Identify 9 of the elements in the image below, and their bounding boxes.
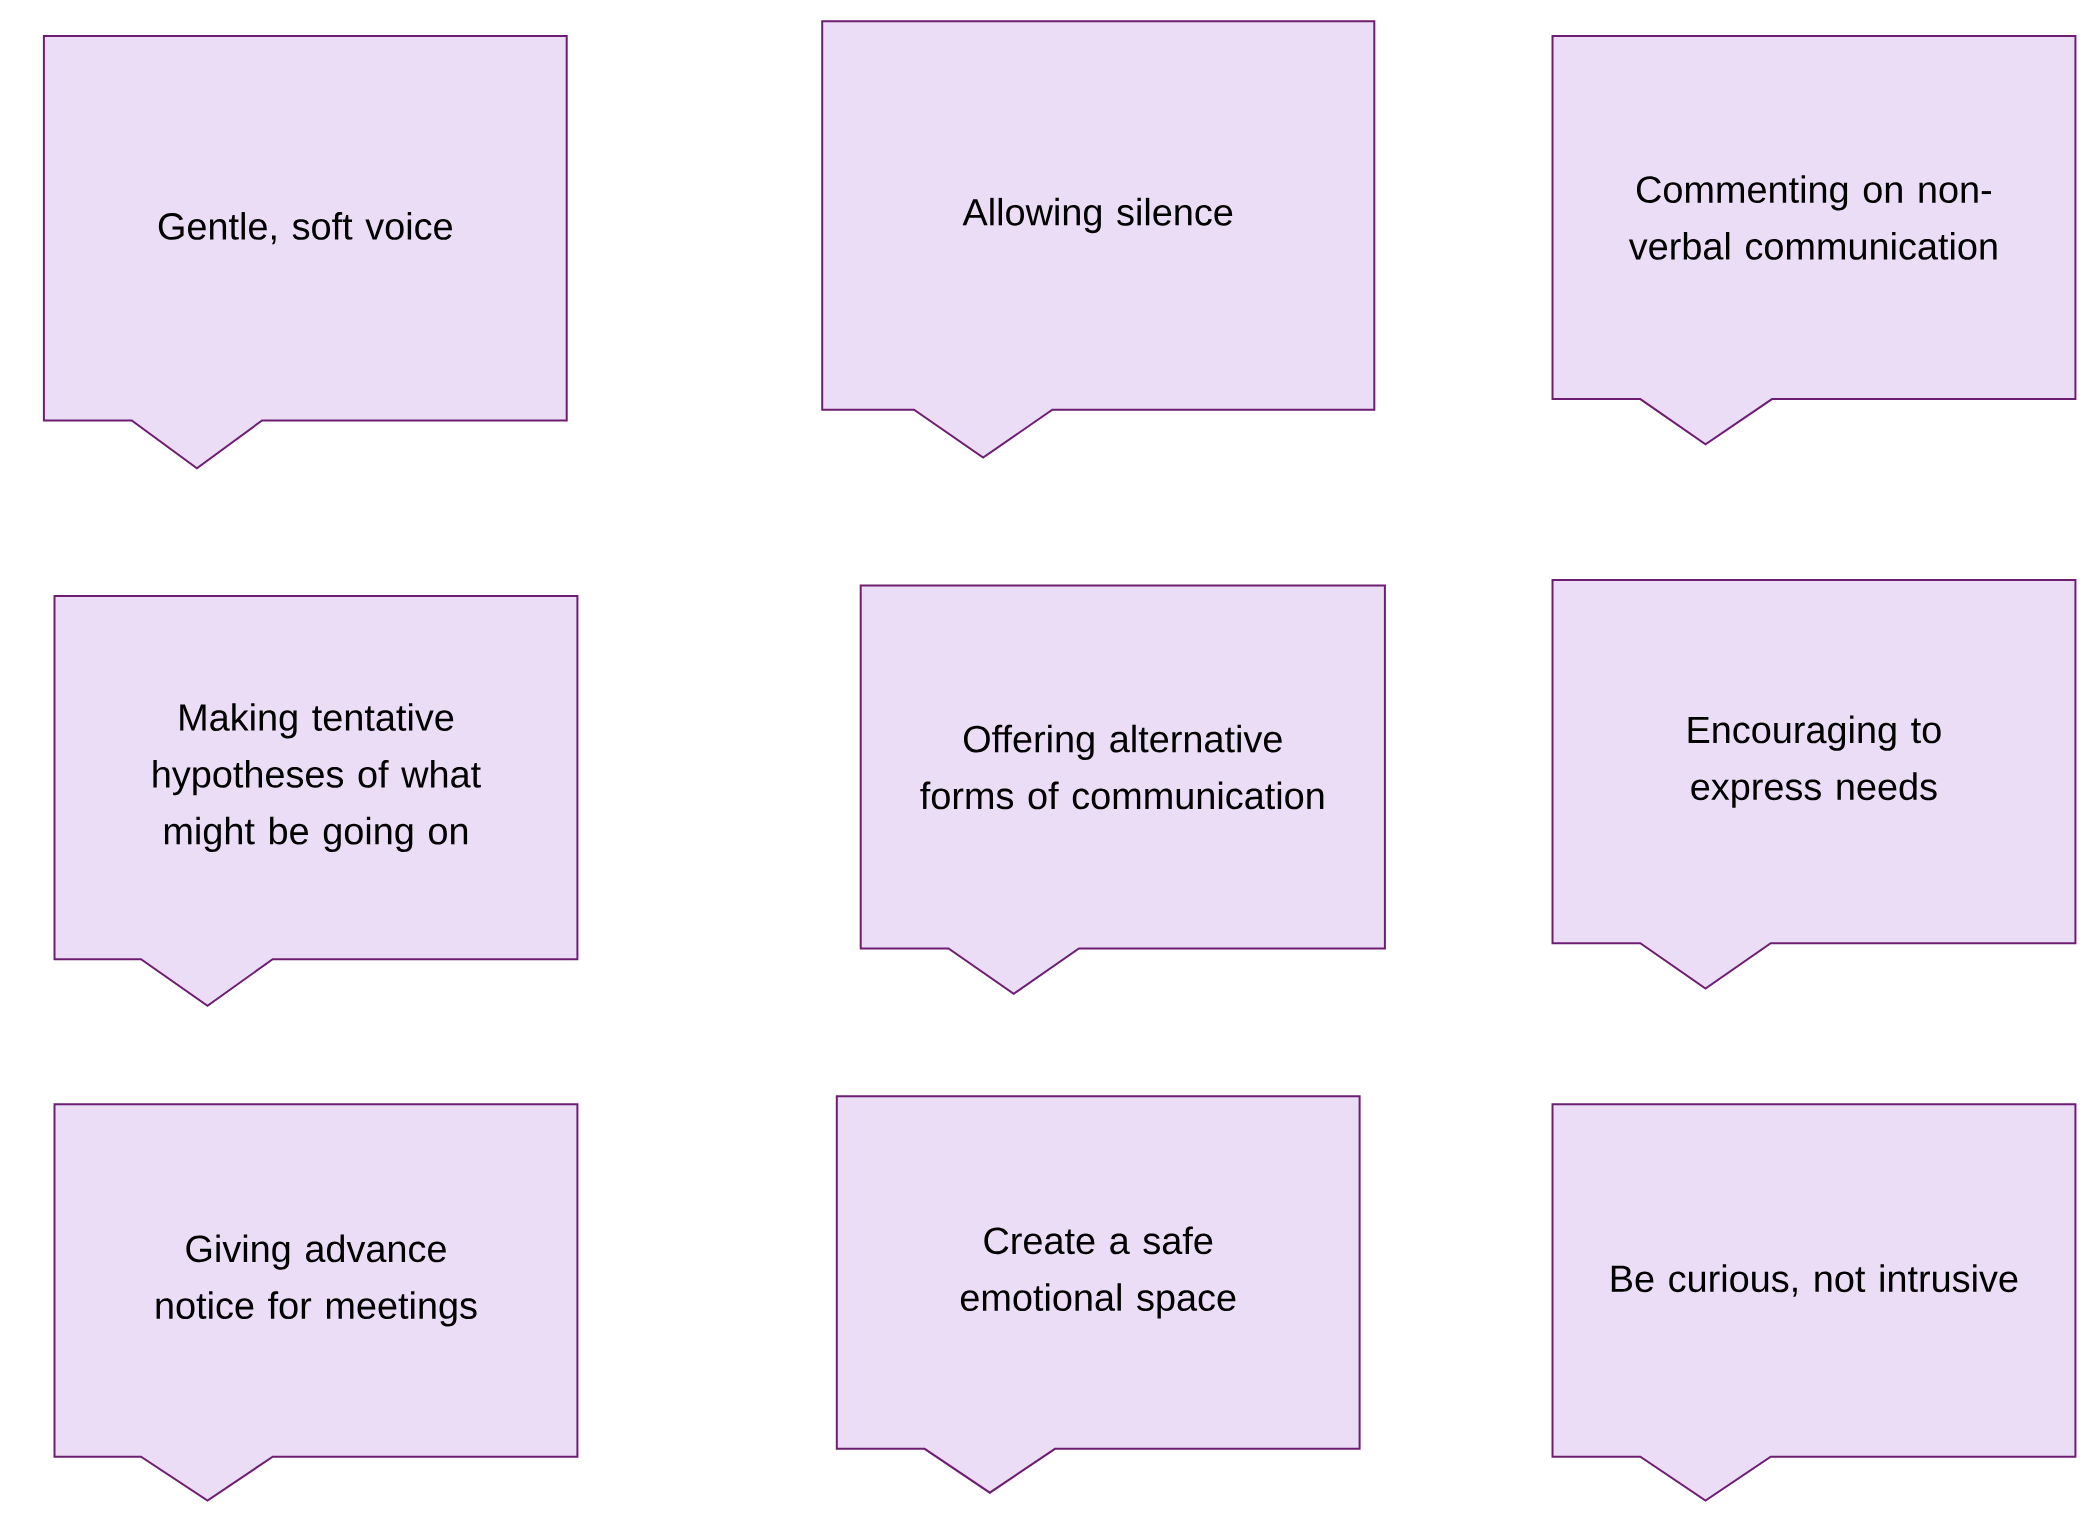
callout-box: Allowing silence	[821, 20, 1376, 459]
callout-box: Offering alternative forms of communication	[859, 584, 1386, 995]
callout-box: Commenting on non-verbal communication	[1551, 34, 2077, 446]
callout-box: Gentle, soft voice	[42, 34, 568, 470]
callout-box: Create a safe emotional space	[835, 1095, 1361, 1494]
callout-box: Encouraging to express needs	[1551, 579, 2077, 990]
callout-box: Making tentative hypotheses of what might be going on	[53, 595, 579, 1008]
callout-box: Giving advance notice for meetings	[53, 1103, 579, 1502]
callout-box: Be curious, not intrusive	[1551, 1103, 2077, 1502]
